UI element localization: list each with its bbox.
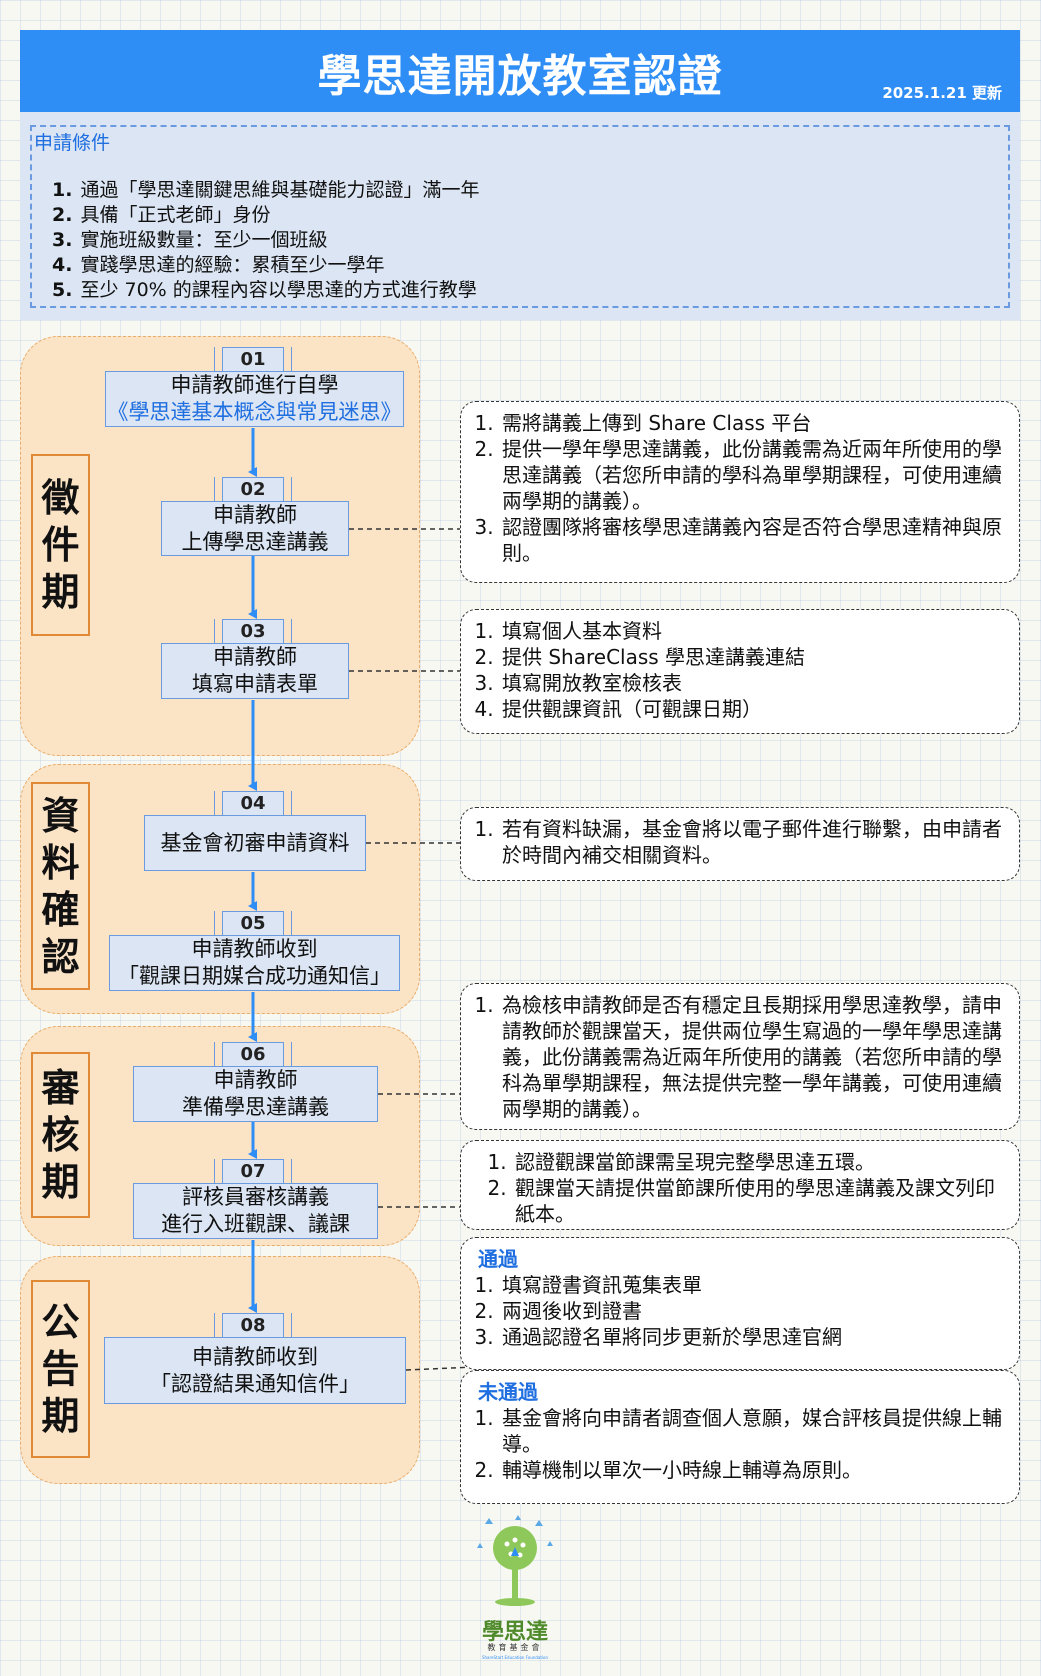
logo-tiny-text: ShareStart Education Foundation (481, 1655, 549, 1660)
step-07-box: 評核員審核講義 進行入班觀課、議課 (133, 1183, 378, 1239)
note-item: 若有資料缺漏，基金會將以電子郵件進行聯繫，由申請者於時間內補交相關資料。 (500, 816, 1007, 868)
step-line: 評核員審核講義 (182, 1185, 329, 1209)
step-number-01: 01 (214, 347, 292, 372)
step-number-06: 06 (214, 1042, 292, 1067)
note-item: 通過認證名單將同步更新於學思達官網 (500, 1324, 1007, 1350)
condition-item: 3.實施班級數量：至少一個班級 (52, 229, 328, 251)
step-number-02: 02 (214, 477, 292, 502)
step-02-box: 申請教師 上傳學思達講義 (161, 501, 349, 556)
note-item: 觀課當天請提供當節課所使用的學思達講義及課文列印紙本。 (513, 1175, 1007, 1227)
header-bar: 學思達開放教室認證 2025.1.21 更新 (20, 30, 1020, 112)
phase-label-data-check: 資料確認 (31, 782, 90, 990)
note-form: 填寫個人基本資料 提供 ShareClass 學思達講義連結 填寫開放教室檢核表… (460, 609, 1020, 734)
step-line: 準備學思達講義 (182, 1095, 329, 1119)
note-fail: 未通過 基金會將向申請者調查個人意願，媒合評核員提供線上輔導。 輔導機制以單次一… (460, 1370, 1020, 1504)
step-line: 申請教師收到 (192, 1344, 318, 1369)
note-observe: 認證觀課當節課需呈現完整學思達五環。 觀課當天請提供當節課所使用的學思達講義及課… (460, 1140, 1020, 1230)
note-item: 提供觀課資訊（可觀課日期） (500, 696, 1007, 722)
note-link (405, 1366, 476, 1371)
note-item: 填寫開放教室檢核表 (500, 670, 1007, 696)
logo-subtext: 教育基金會 (487, 1643, 543, 1652)
step-04-box: 基金會初審申請資料 (144, 815, 366, 871)
tree-icon (477, 1515, 553, 1606)
step-line: 「觀課日期媒合成功通知信」 (118, 964, 391, 988)
note-item: 需將講義上傳到 Share Class 平台 (500, 410, 1007, 436)
step-line: 申請教師 (213, 1068, 298, 1092)
note-review: 若有資料缺漏，基金會將以電子郵件進行聯繫，由申請者於時間內補交相關資料。 (460, 807, 1020, 881)
phase-label-announce: 公告期 (31, 1280, 90, 1458)
fail-heading: 未通過 (478, 1380, 538, 1404)
condition-item: 4.實踐學思達的經驗：累積至少一學年 (52, 254, 385, 276)
conditions-heading: 申請條件 (34, 132, 111, 154)
step-subtitle: 《學思達基本概念與常見迷思》 (107, 400, 402, 424)
step-06-box: 申請教師 準備學思達講義 (133, 1066, 378, 1122)
condition-item: 2.具備「正式老師」身份 (52, 204, 271, 226)
step-number-08: 08 (214, 1313, 292, 1338)
step-line: 申請教師 (213, 645, 297, 669)
phase-label-review: 審核期 (31, 1052, 90, 1218)
note-item: 提供一學年學思達講義，此份講義需為近兩年所使用的學思達講義（若您所申請的學科為單… (500, 436, 1007, 514)
pass-heading: 通過 (478, 1247, 518, 1271)
step-line: 進行入班觀課、議課 (161, 1212, 350, 1236)
condition-item: 5.至少 70% 的課程內容以學思達的方式進行教學 (52, 279, 477, 301)
step-line: 「認證結果通知信件」 (150, 1371, 360, 1396)
condition-item: 1.通過「學思達關鍵思維與基礎能力認證」滿一年 (52, 179, 480, 201)
page-title: 學思達開放教室認證 (317, 51, 723, 102)
note-item: 為檢核申請教師是否有穩定且長期採用學思達教學，請申請教師於觀課當天，提供兩位學生… (500, 992, 1007, 1122)
step-08-box: 申請教師收到 「認證結果通知信件」 (104, 1337, 406, 1404)
note-item: 兩週後收到證書 (500, 1298, 1007, 1324)
update-date: 2025.1.21 更新 (882, 84, 1002, 102)
step-number-07: 07 (214, 1159, 292, 1184)
note-item: 填寫個人基本資料 (500, 618, 1007, 644)
phase-label-submission: 徵件期 (31, 454, 90, 636)
note-pass: 通過 填寫證書資訊蒐集表單 兩週後收到證書 通過認證名單將同步更新於學思達官網 (460, 1237, 1020, 1370)
logo-text: 學思達 (481, 1619, 548, 1645)
note-item: 認證觀課當節課需呈現完整學思達五環。 (513, 1149, 1007, 1175)
step-line: 基金會初審申請資料 (160, 830, 350, 855)
note-item: 提供 ShareClass 學思達講義連結 (500, 644, 1007, 670)
step-05-box: 申請教師收到 「觀課日期媒合成功通知信」 (109, 935, 400, 991)
step-line: 申請教師 (213, 502, 297, 527)
note-item: 填寫證書資訊蒐集表單 (500, 1272, 1007, 1298)
step-01-box: 申請教師進行自學 《學思達基本概念與常見迷思》 (105, 371, 404, 427)
step-number-03: 03 (214, 619, 292, 644)
conditions-box (30, 125, 1010, 308)
step-number-05: 05 (214, 911, 292, 936)
note-item: 基金會將向申請者調查個人意願，媒合評核員提供線上輔導。 (500, 1405, 1007, 1457)
step-line: 填寫申請表單 (192, 672, 318, 696)
step-line: 申請教師進行自學 (170, 373, 339, 397)
step-line: 申請教師收到 (191, 937, 318, 961)
note-upload: 需將講義上傳到 Share Class 平台 提供一學年學思達講義，此份講義需為… (460, 401, 1020, 583)
step-number-04: 04 (214, 791, 292, 816)
note-item: 輔導機制以單次一小時線上輔導為原則。 (500, 1457, 1007, 1483)
foundation-logo: 學思達 教育基金會 ShareStart Education Foundatio… (455, 1514, 575, 1674)
note-item: 認證團隊將審核學思達講義內容是否符合學思達精神與原則。 (500, 514, 1007, 566)
step-line: 上傳學思達講義 (181, 529, 329, 554)
step-03-box: 申請教師 填寫申請表單 (161, 643, 349, 699)
note-prepare: 為檢核申請教師是否有穩定且長期採用學思達教學，請申請教師於觀課當天，提供兩位學生… (460, 983, 1020, 1130)
